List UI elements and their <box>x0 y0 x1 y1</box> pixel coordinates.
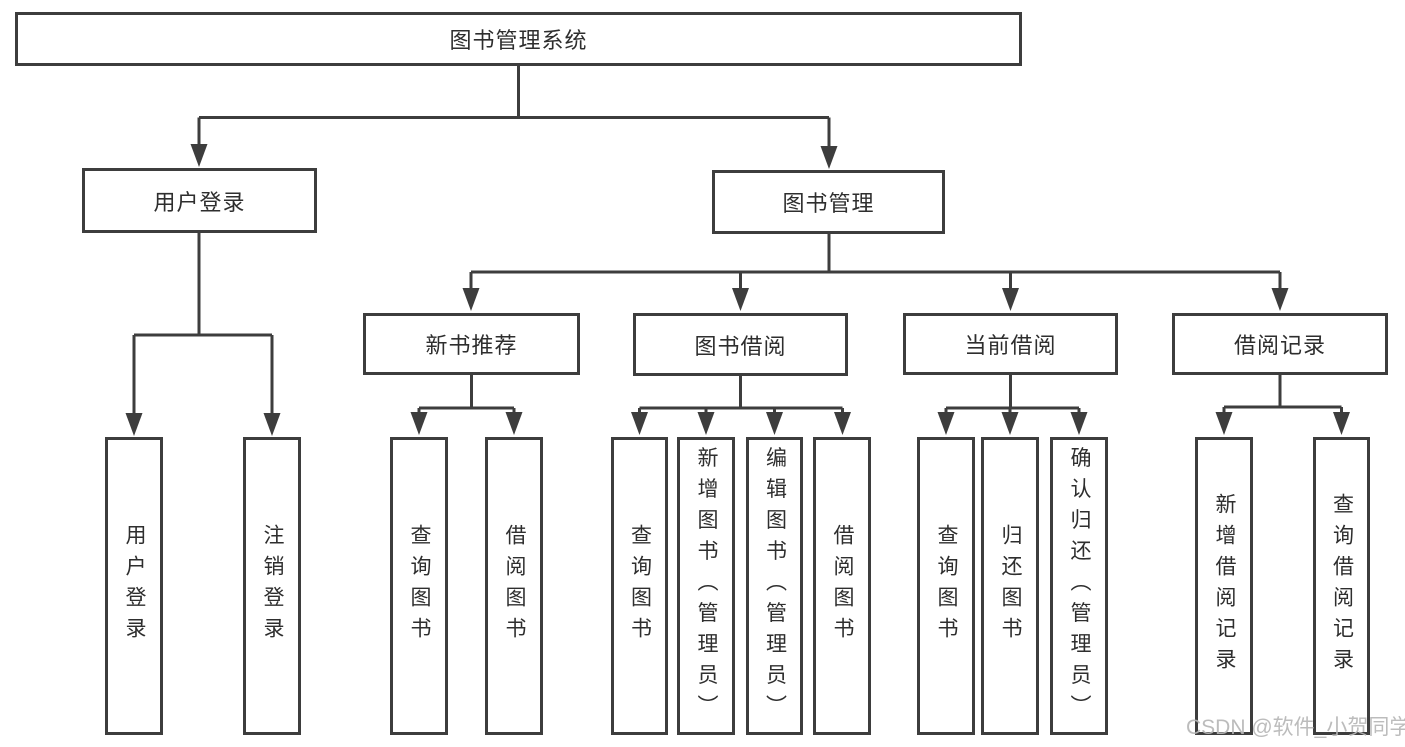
leaf-confirm-return-admin: 确认归还（管理员） <box>1050 437 1108 735</box>
leaf-query-books-current: 查询图书 <box>917 437 975 735</box>
leaf-query-borrow-record-label: 查询借阅记录 <box>1330 493 1354 679</box>
leaf-return-books: 归还图书 <box>981 437 1039 735</box>
leaf-borrow-books-recommend-label: 借阅图书 <box>503 524 526 648</box>
leaf-confirm-return-admin-label: 确认归还（管理员） <box>1068 446 1091 726</box>
node-book-borrowing: 图书借阅 <box>633 313 848 376</box>
leaf-borrow-books: 借阅图书 <box>813 437 871 735</box>
leaf-query-borrow-record: 查询借阅记录 <box>1313 437 1370 735</box>
node-new-book-recommendation: 新书推荐 <box>363 313 580 375</box>
node-current-borrowing: 当前借阅 <box>903 313 1118 375</box>
csdn-watermark: CSDN @软件_小贺同学 <box>1186 716 1405 739</box>
leaf-user-login-label: 用户登录 <box>123 524 146 648</box>
leaf-add-borrow-record-label: 新增借阅记录 <box>1213 493 1236 679</box>
leaf-borrow-books-label: 借阅图书 <box>831 524 854 648</box>
leaf-query-books-recommend: 查询图书 <box>390 437 448 735</box>
node-borrowing-records: 借阅记录 <box>1172 313 1388 375</box>
leaf-add-books-admin-label: 新增图书（管理员） <box>695 446 718 726</box>
leaf-return-books-label: 归还图书 <box>999 524 1022 648</box>
leaf-query-books-borrow: 查询图书 <box>611 437 668 735</box>
leaf-logout-login: 注销登录 <box>243 437 301 735</box>
leaf-logout-login-label: 注销登录 <box>261 524 284 648</box>
node-library-management-system: 图书管理系统 <box>15 12 1022 66</box>
leaf-edit-books-admin: 编辑图书（管理员） <box>746 437 803 735</box>
leaf-borrow-books-recommend: 借阅图书 <box>485 437 543 735</box>
node-user-login: 用户登录 <box>82 168 317 233</box>
leaf-edit-books-admin-label: 编辑图书（管理员） <box>763 446 787 726</box>
leaf-query-books-current-label: 查询图书 <box>935 524 958 648</box>
leaf-query-books-borrow-label: 查询图书 <box>628 524 652 648</box>
leaf-add-books-admin: 新增图书（管理员） <box>677 437 735 735</box>
node-book-management: 图书管理 <box>712 170 945 234</box>
leaf-query-books-recommend-label: 查询图书 <box>408 524 431 648</box>
leaf-user-login: 用户登录 <box>105 437 163 735</box>
leaf-add-borrow-record: 新增借阅记录 <box>1195 437 1253 735</box>
